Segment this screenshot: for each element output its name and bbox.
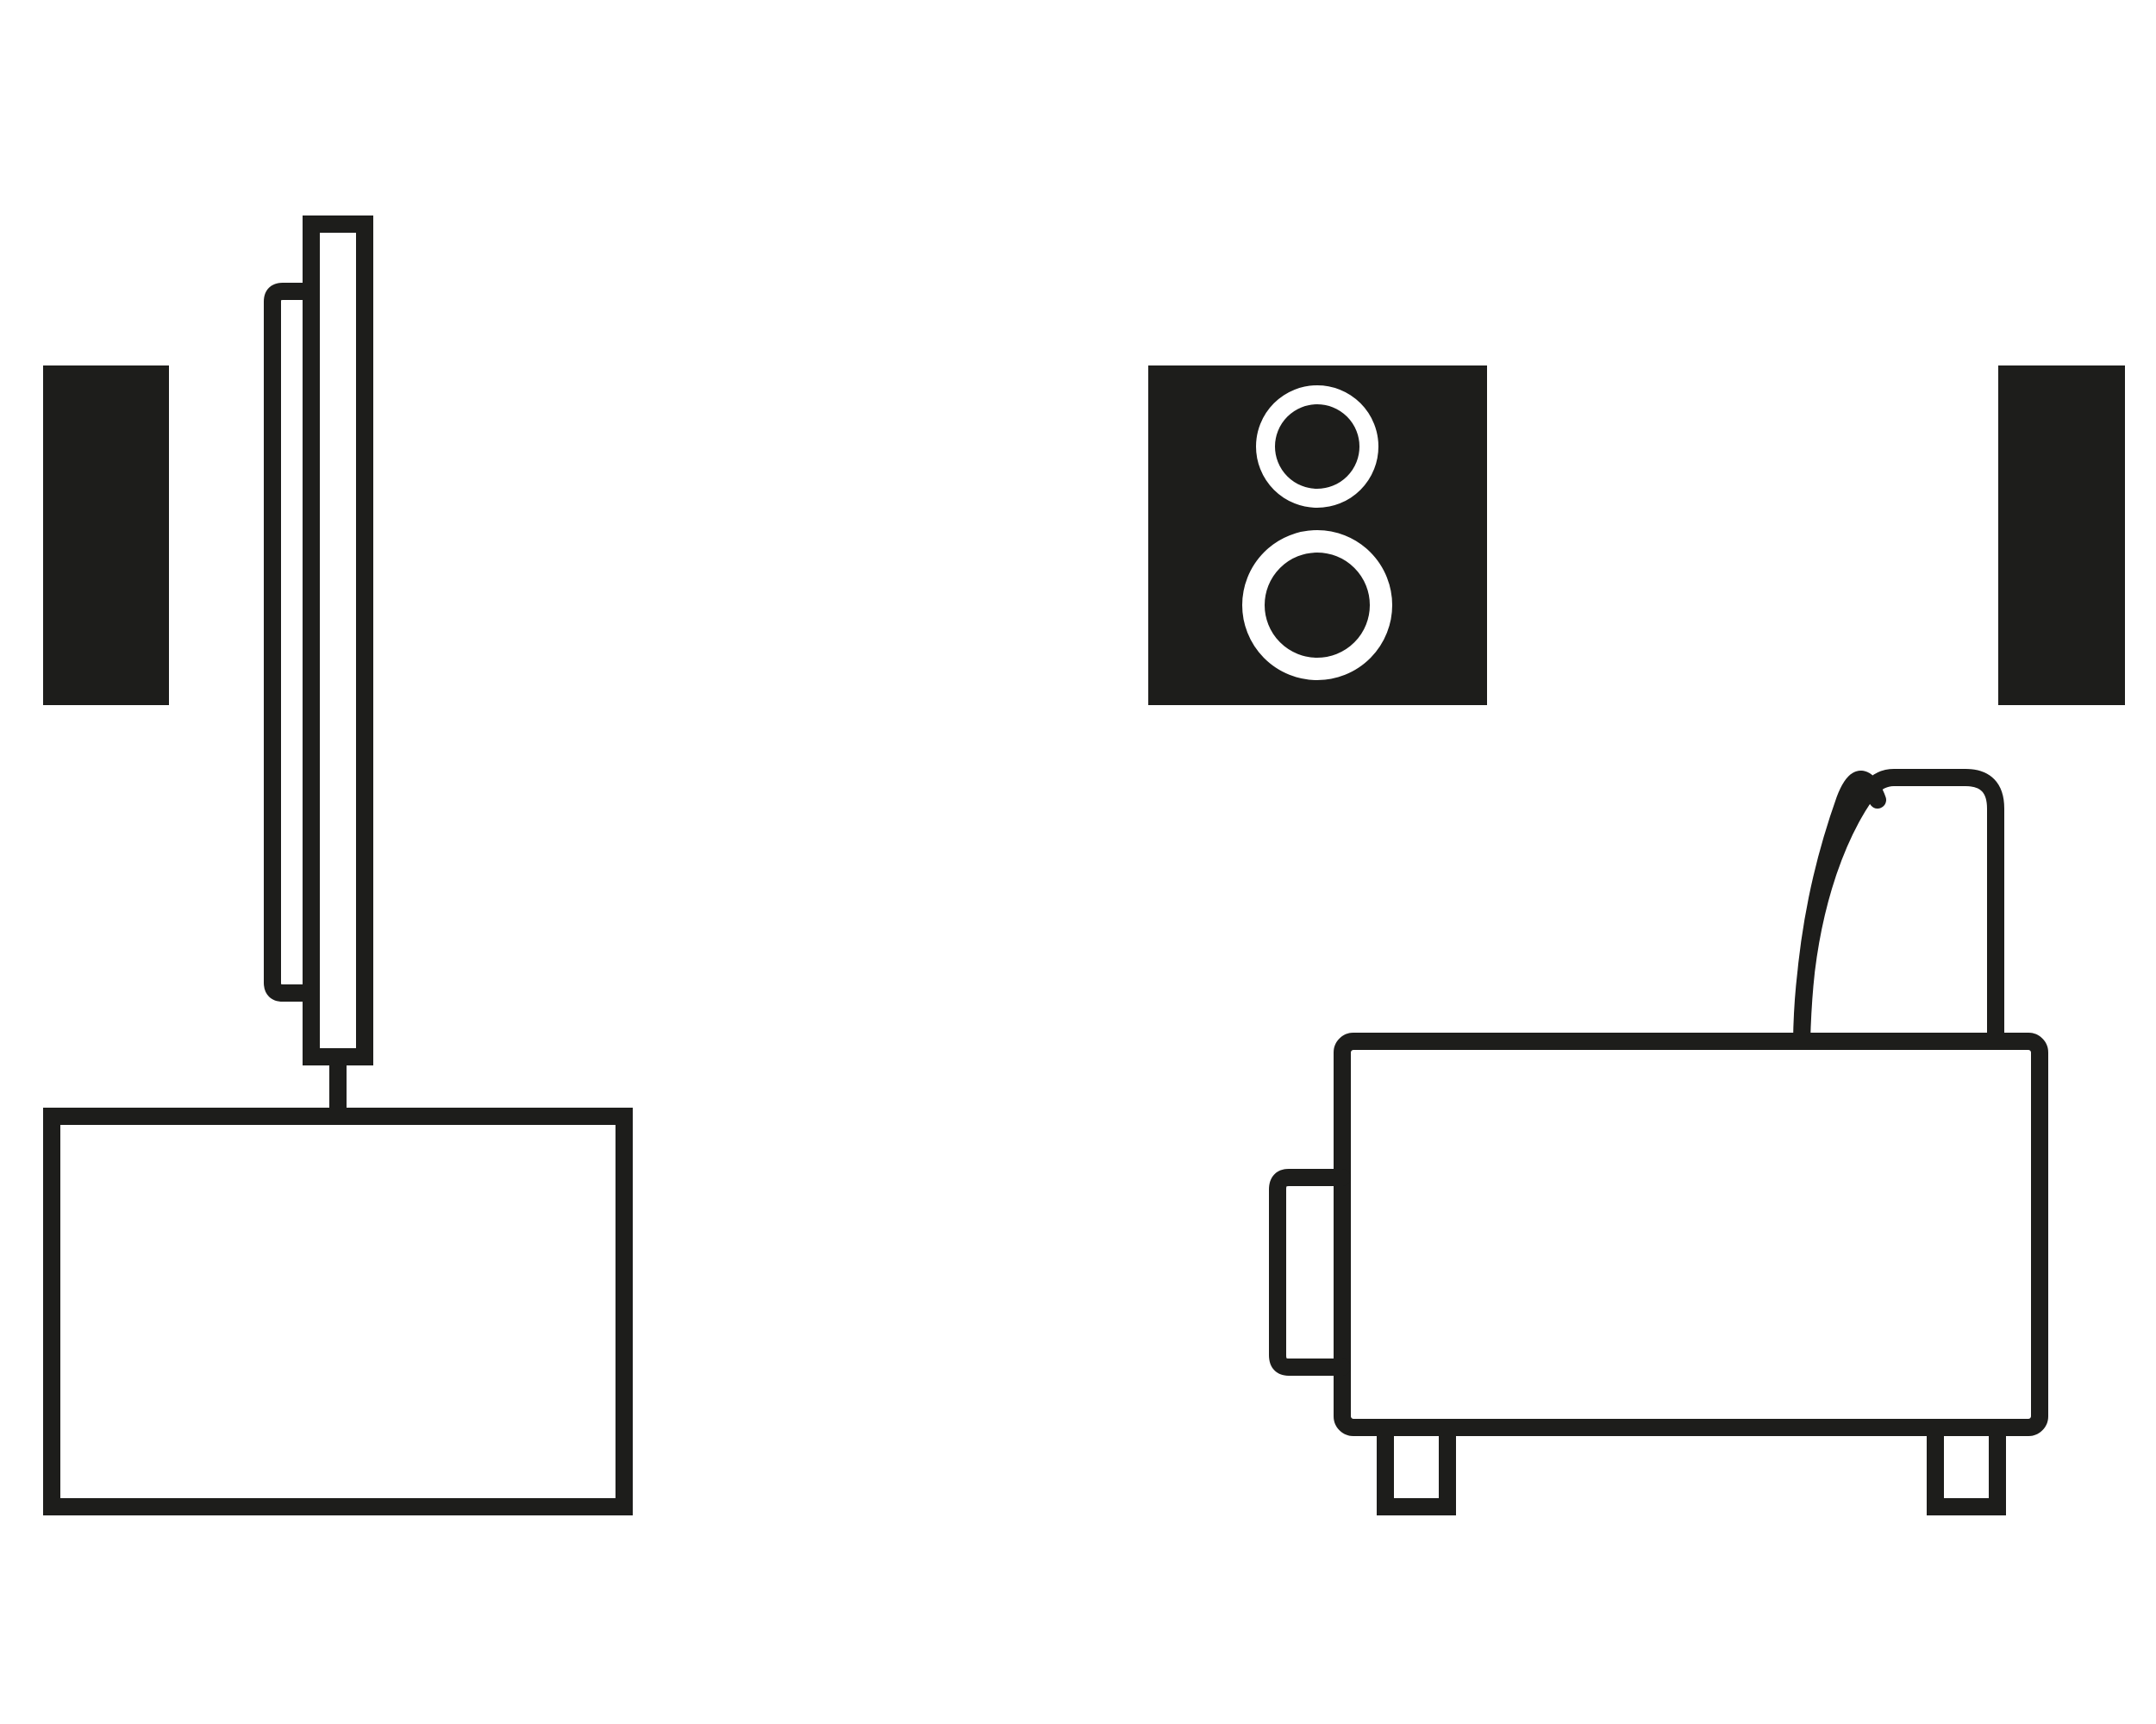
floor-speaker-icon: [264, 216, 373, 1114]
tweeter-driver: [1256, 385, 1378, 508]
cabinet-icon: [43, 1108, 633, 1515]
sofa-seat: [1334, 1033, 2048, 1436]
woofer-driver: [1242, 530, 1392, 680]
floor-speaker-side-panel: [264, 283, 320, 1002]
sofa-leg-left: [1377, 1419, 1456, 1515]
bookshelf-speaker-icon: [1148, 365, 1487, 705]
sofa-backrest: [1793, 769, 2004, 1050]
armchair-icon: [1269, 769, 2048, 1515]
sofa-leg-right: [1927, 1419, 2006, 1515]
sofa-armrest: [1269, 1169, 1351, 1376]
floor-speaker-column: [303, 216, 373, 1065]
front-right-speaker-icon: [1998, 365, 2125, 705]
front-left-speaker-icon: [43, 365, 169, 705]
